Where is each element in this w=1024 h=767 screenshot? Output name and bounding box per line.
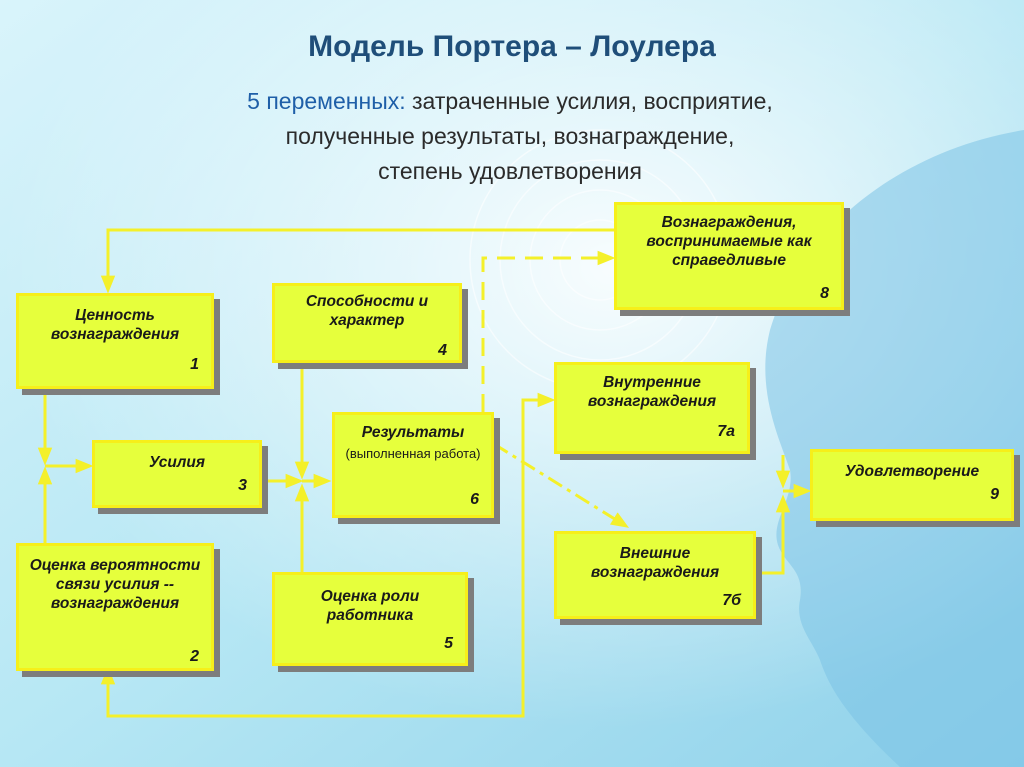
box-number: 6: [470, 491, 479, 508]
box-number: 7б: [722, 592, 741, 609]
subtitle-line-3: степень удовлетворения: [378, 158, 642, 184]
box-label: Результаты: [361, 424, 465, 441]
arrow-6-to-7a: [521, 392, 556, 460]
box-intrinsic-rewards: Внутренние вознаграждения 7а: [554, 362, 750, 454]
box-label: Усилия: [148, 454, 206, 471]
box-effort-reward-probability: Оценка вероятности связи усилия -- возна…: [16, 543, 214, 671]
box-number: 7а: [717, 423, 735, 440]
box-extrinsic-rewards: Внешние вознаграждения 7б: [554, 531, 756, 619]
box-number: 2: [190, 648, 199, 665]
subtitle-line-1: затраченные усилия, восприятие,: [405, 88, 773, 114]
box-abilities: Способности и характер 4: [272, 283, 462, 363]
box-number: 3: [238, 477, 247, 494]
box-label: Вознаграждения, воспринимаемые как справ…: [646, 214, 812, 269]
box-label: Удовлетворение: [844, 463, 980, 480]
box-label: Ценность вознаграждения: [50, 307, 180, 343]
subtitle-lead: 5 переменных:: [247, 88, 406, 114]
subtitle-line-2: полученные результаты, вознаграждение,: [285, 123, 735, 149]
box-sublabel: (выполненная работа): [345, 446, 481, 461]
box-label: Оценка роли работника: [320, 588, 420, 624]
box-label: Способности и характер: [305, 293, 429, 329]
box-role-perception: Оценка роли работника 5: [272, 572, 468, 666]
box-label: Внутренние вознаграждения: [587, 374, 717, 410]
box-number: 9: [990, 486, 999, 503]
dashed-arrow-6-to-8: [481, 250, 616, 412]
slide-title: Модель Портера – Лоулера: [308, 30, 716, 63]
box-satisfaction: Удовлетворение 9: [810, 449, 1014, 521]
box-effort: Усилия 3: [92, 440, 262, 508]
box-label: Внешние вознаграждения: [590, 545, 720, 581]
arrow-7b-to-junction: [760, 494, 791, 575]
box-reward-value: Ценность вознаграждения 1: [16, 293, 214, 389]
box-number: 5: [444, 635, 453, 652]
dashdot-arrow-6-to-7b: [493, 442, 630, 528]
box-number: 4: [438, 342, 447, 359]
arrow-6-to-2: [100, 460, 525, 718]
box-label: Оценка вероятности связи усилия -- возна…: [29, 557, 201, 612]
slide-subtitle: 5 переменных: затраченные усилия, воспри…: [160, 84, 860, 189]
box-fair-rewards: Вознаграждения, воспринимаемые как справ…: [614, 202, 844, 310]
box-number: 1: [190, 356, 199, 373]
box-number: 8: [820, 285, 829, 302]
box-results: Результаты (выполненная работа) 6: [332, 412, 494, 518]
